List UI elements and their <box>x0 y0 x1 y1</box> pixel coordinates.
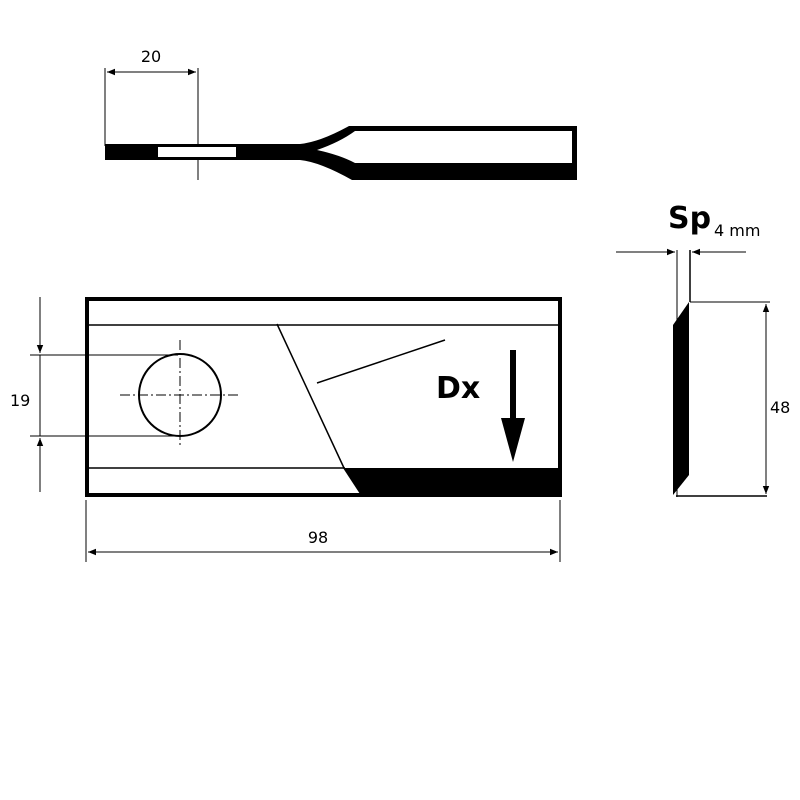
thickness-symbol: Sp <box>668 201 711 236</box>
side-view: 48 Sp 4 mm <box>616 201 790 497</box>
slot <box>158 147 236 157</box>
dim-label-48: 48 <box>770 398 790 417</box>
dim-19: 19 <box>10 297 178 492</box>
dim-98: 98 <box>85 500 561 562</box>
thickness-value: 4 mm <box>714 221 760 240</box>
dim-label-20: 20 <box>141 47 161 66</box>
dim-label-19: 19 <box>10 391 30 410</box>
rotation-arrow-icon <box>501 350 525 462</box>
top-view: 20 <box>104 47 577 180</box>
dim-label-98: 98 <box>308 528 328 547</box>
rotation-label: Dx <box>436 371 480 406</box>
front-view: Dx <box>85 297 562 497</box>
cutting-edge <box>343 468 558 494</box>
